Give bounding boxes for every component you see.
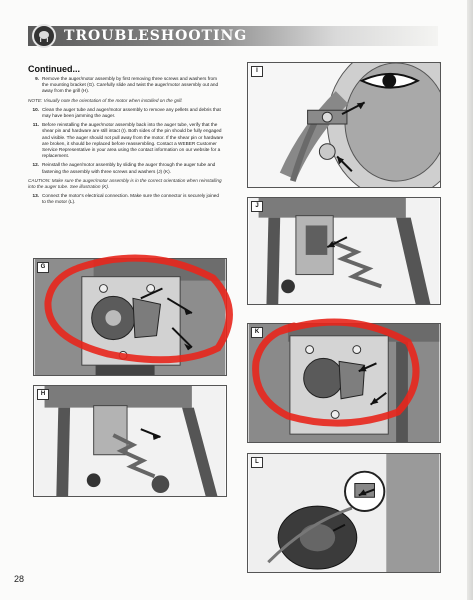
page-edge-shadow [467,0,473,600]
step-9: 9. Remove the auger/motor assembly by fi… [35,76,219,94]
page-number: 28 [14,574,25,584]
instructions: 9. Remove the auger/motor assembly by fi… [28,76,224,209]
motor-connector-drawing [248,454,440,572]
panel-label-i: I [251,66,263,77]
step-10: 10. Clean the auger tube and auger/motor… [32,106,221,119]
page-title: TROUBLESHOOTING [64,28,248,44]
illustration-h: H [33,385,227,497]
illustration-j: J [247,197,441,305]
illustration-g: G [33,258,227,376]
panel-label-j: J [251,201,263,212]
panel-label-l: L [251,457,263,468]
illustration-l: L [247,453,441,573]
panel-label-k: K [251,327,263,338]
step-12: 12. Reinstall the auger/motor assembly b… [32,162,216,174]
illustration-i: I [247,62,441,188]
panel-label-g: G [37,262,49,273]
caution-note: CAUTION: Make sure the auger/motor assem… [28,177,222,190]
orientation-note: NOTE: Visually note the orientation of t… [28,97,183,103]
section-heading: Continued... [28,64,80,74]
reinstall-assembly-drawing [248,324,440,442]
mounting-bracket-screws-drawing [34,259,226,375]
auger-insertion-drawing [248,198,440,304]
remove-assembly-drawing [34,386,226,496]
auger-shear-pin-drawing [248,63,440,187]
illustration-k: K [247,323,441,443]
header-bar [28,26,438,46]
step-11: 11. Before reinstalling the auger/motor … [32,122,224,159]
step-13: 13. Connect the motor's electrical conne… [32,193,220,205]
panel-label-h: H [37,389,49,400]
weber-logo-icon [32,24,56,48]
